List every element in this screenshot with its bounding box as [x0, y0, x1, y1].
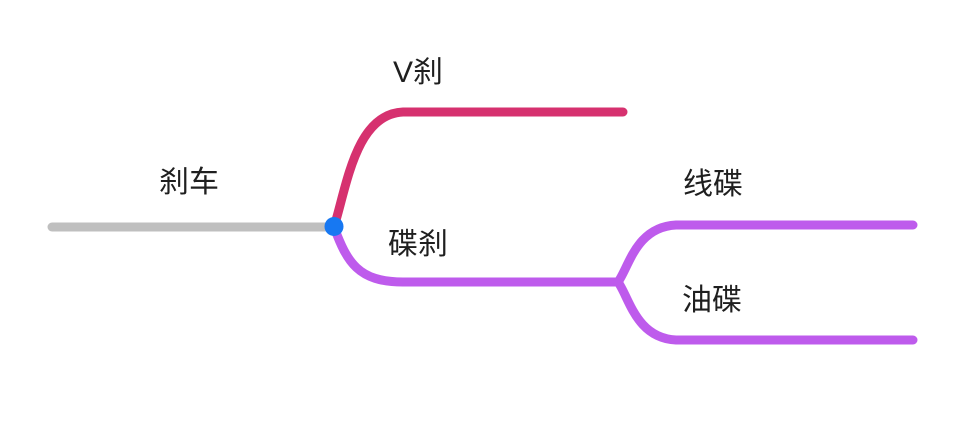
- node-label-disc[interactable]: 碟刹: [388, 228, 448, 261]
- node-collapse-dot[interactable]: [324, 217, 344, 236]
- oil-disc-branch-line: [613, 277, 918, 345]
- node-label-root[interactable]: 刹车: [159, 166, 219, 199]
- node-label-oil-disc[interactable]: 油碟: [682, 284, 742, 317]
- cable-disc-branch-line: [613, 220, 918, 287]
- vbrake-branch-line: [329, 107, 628, 232]
- disc-branch-line: [329, 222, 623, 287]
- node-label-cable-disc[interactable]: 线碟: [683, 168, 743, 201]
- node-label-vbrake[interactable]: V刹: [393, 56, 444, 89]
